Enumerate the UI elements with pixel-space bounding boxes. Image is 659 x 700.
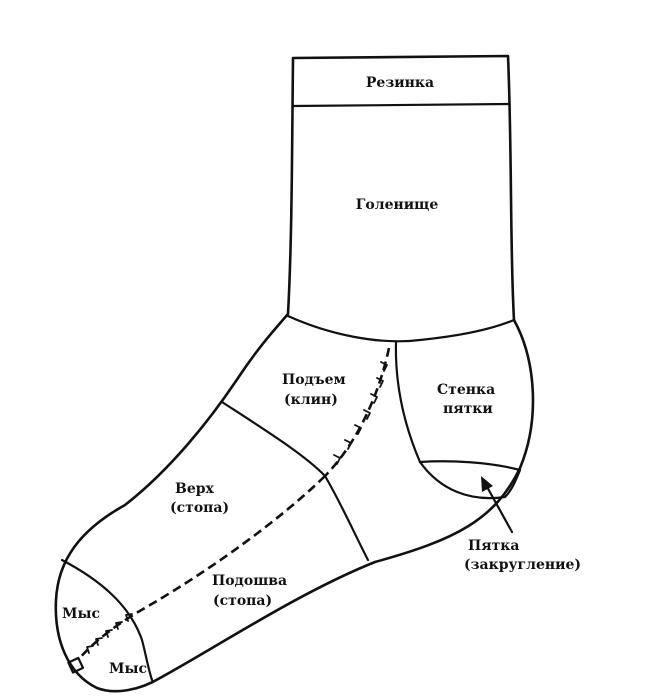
label-top-line1: Верх: [175, 481, 215, 497]
toe-seam: [60, 558, 154, 682]
label-instep-line2: (клин): [284, 392, 338, 408]
rib-seam: [291, 102, 511, 108]
heel-turn-bottom: [418, 460, 522, 500]
label-heel-flap-line1: Стенка: [437, 382, 495, 398]
sock-outline: [54, 54, 535, 693]
label-leg: Голенище: [356, 197, 439, 213]
toe-graft-square: [67, 656, 85, 674]
toe-chevrons: [86, 613, 133, 654]
label-instep-line1: Подъем: [282, 372, 346, 388]
heel-flap-seam: [394, 340, 422, 464]
gusset-chevrons: [333, 361, 388, 465]
heel-turn-top: [418, 460, 522, 472]
instep-seam: [220, 400, 327, 478]
heel-turn-arrow: [481, 476, 514, 534]
label-heel-turn-line1: Пятка: [468, 538, 519, 554]
gusset-decrease-line: [324, 347, 391, 477]
sole-dashed-line: [77, 475, 326, 661]
label-toe-top: Мыс: [62, 606, 100, 622]
label-rib: Резинка: [366, 75, 434, 91]
label-toe-bottom: Мыс: [109, 661, 147, 677]
label-sole-line1: Подошва: [212, 573, 287, 589]
label-heel-flap-line2: пятки: [443, 401, 493, 417]
label-sole-line2: (стопа): [213, 593, 272, 609]
label-heel-turn-line2: (закругление): [464, 557, 581, 573]
leg-seam: [286, 314, 516, 343]
gusset-seam: [323, 474, 370, 562]
label-top-line2: (стопа): [170, 500, 229, 516]
